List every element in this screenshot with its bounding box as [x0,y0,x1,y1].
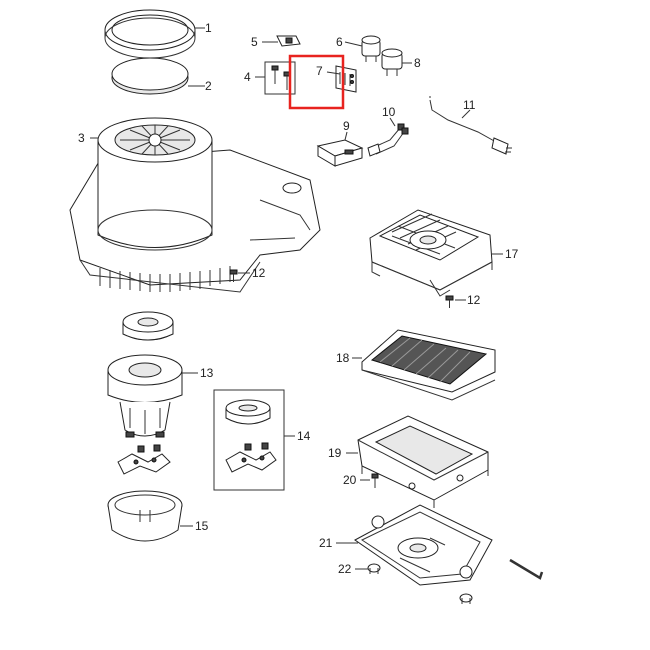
label-8: 8 [414,56,421,70]
label-1: 1 [205,21,212,35]
label-15: 15 [195,519,209,533]
part-3-motor-housing[interactable] [69,117,321,293]
part-8-switch[interactable] [381,48,403,76]
part-2-filter-disc[interactable] [111,57,189,95]
part-labels: 1 2 3 4 5 6 7 8 9 10 11 12 12 13 14 15 1… [78,21,519,576]
label-6: 6 [336,35,343,49]
label-5: 5 [251,35,258,49]
label-18: 18 [336,351,350,365]
label-12b: 12 [467,293,481,307]
part-11-power-cord[interactable] [429,96,512,155]
label-22: 22 [338,562,352,576]
allen-key-tool[interactable] [509,558,544,580]
label-4: 4 [244,70,251,84]
part-17-fan-grille[interactable] [369,209,493,297]
part-22-fastener[interactable] [367,563,473,604]
label-20: 20 [343,473,357,487]
part-19-filter-frame[interactable] [357,415,489,508]
part-18-hepa-filter[interactable] [361,329,496,401]
part-7-circuit-board[interactable] [335,65,357,93]
label-21: 21 [319,536,333,550]
label-13: 13 [200,366,214,380]
label-3: 3 [78,131,85,145]
label-10: 10 [382,105,396,119]
highlight-box [288,54,345,110]
label-12a: 12 [252,266,266,280]
part-21-base-plate[interactable] [354,504,493,586]
part-12-screw-a[interactable] [229,269,238,282]
part-10-wire-harness[interactable] [367,123,409,157]
part-15-motor-cup[interactable] [107,490,183,542]
label-17: 17 [505,247,519,261]
label-7: 7 [316,64,323,78]
part-13-lower-mount[interactable] [117,444,171,475]
label-2: 2 [205,79,212,93]
part-1-gasket-ring[interactable] [104,9,196,59]
part-5-clip[interactable] [276,35,301,47]
part-9-connector-block[interactable] [316,139,364,167]
label-9: 9 [343,119,350,133]
part-14-mount-kit[interactable] [213,389,285,491]
label-11: 11 [463,98,476,112]
part-12-screw-b[interactable] [445,295,454,308]
leader-lines [90,27,503,570]
part-20-screw[interactable] [371,473,379,488]
part-6-switch[interactable] [361,35,381,62]
part-13-motor-unit[interactable] [107,311,183,438]
label-14: 14 [297,429,311,443]
label-19: 19 [328,446,342,460]
